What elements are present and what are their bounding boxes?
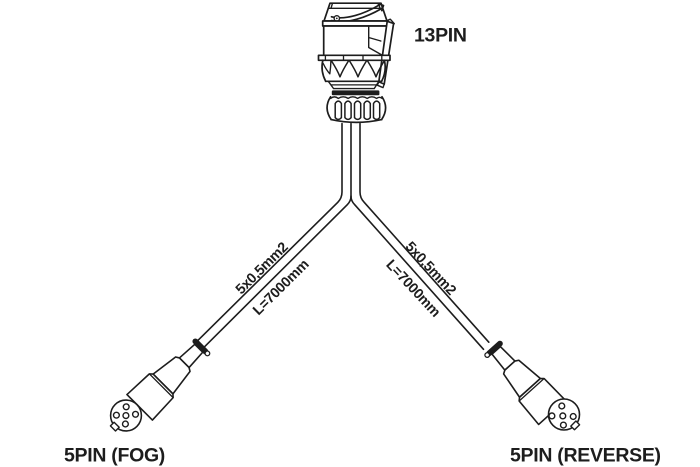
label-5pin-fog: 5PIN (FOG) <box>64 445 165 467</box>
plug-13pin-seal-ring <box>331 90 380 96</box>
label-5pin-reverse: 5PIN (REVERSE) <box>510 445 661 467</box>
plug-5pin-left <box>126 338 211 421</box>
keyway-notch-left <box>109 421 120 432</box>
plug-5pin-right <box>484 340 567 426</box>
cable-line-middle-right-fork <box>350 195 485 351</box>
cable-grommet-ring-left <box>192 338 209 355</box>
plug-13pin-flange-band <box>317 54 391 62</box>
keyway-notch-right <box>570 420 581 431</box>
cable-trunk <box>195 122 490 351</box>
plug-13pin-mounting-bracket <box>376 18 395 89</box>
cable-line-right-outer <box>359 122 490 343</box>
pin-face-left <box>109 399 143 432</box>
label-13pin: 13PIN <box>414 25 467 47</box>
pin-face-right <box>547 398 581 431</box>
plug-13pin-body <box>322 25 388 57</box>
plug-13pin-gland-nut <box>326 95 387 124</box>
plug-13pin-neck <box>327 80 380 96</box>
plug-13pin-scalloped-collar <box>321 59 387 83</box>
plug-13pin-drawing <box>317 2 395 124</box>
cable-grommet-ring-right <box>486 340 503 357</box>
cable-line-left-outer <box>195 122 343 344</box>
